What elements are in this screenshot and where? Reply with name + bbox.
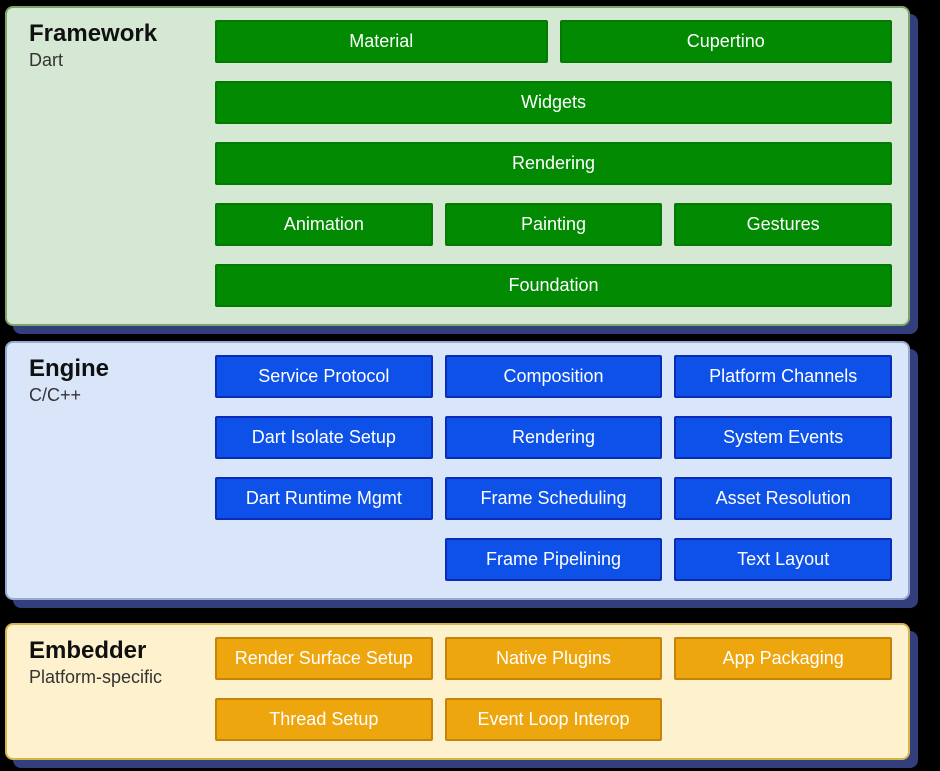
box-rendering: Rendering (215, 142, 892, 185)
box-foundation: Foundation (215, 264, 892, 307)
section-subtitle: Platform-specific (29, 666, 163, 687)
box-thread-setup: Thread Setup (215, 698, 433, 741)
box-animation: Animation (215, 203, 433, 246)
empty-cell (215, 538, 433, 581)
section-subtitle: C/C++ (29, 384, 82, 405)
engine-boxes: Service Protocol Composition Platform Chan… (215, 355, 893, 581)
box-rendering: Rendering (444, 416, 663, 459)
box-system-events: System Events (674, 416, 893, 459)
embedder-label: Embedder Platform-specific (29, 637, 215, 741)
box-material: Material (215, 20, 548, 63)
engine-row: Dart Runtime Mgmt Frame Scheduling Asset R… (215, 477, 893, 520)
section-engine: Engine C/C++ Service Protocol Composition… (5, 341, 910, 600)
section-embedder: Embedder Platform-specific Render Surfac… (5, 623, 910, 760)
section-title: Framework (29, 20, 158, 47)
box-event-loop-interop: Event Loop Interop (444, 698, 663, 741)
framework-row: Foundation (215, 264, 892, 307)
box-cupertino: Cupertino (559, 20, 892, 63)
box-widgets: Widgets (215, 81, 892, 124)
engine-row: Service Protocol Composition Platform Chan… (215, 355, 893, 398)
embedder-boxes: Render Surface Setup Native Plugins App Pa… (215, 637, 893, 741)
engine-label: Engine C/C++ (29, 355, 215, 581)
box-frame-scheduling: Frame Scheduling (444, 477, 663, 520)
framework-label: Framework Dart (29, 20, 215, 307)
box-app-packaging: App Packaging (674, 637, 893, 680)
framework-row: Rendering (215, 142, 892, 185)
box-service-protocol: Service Protocol (215, 355, 433, 398)
box-platform-channels: Platform Channels (674, 355, 893, 398)
section-title: Engine (29, 355, 110, 382)
section-subtitle: Dart (29, 49, 64, 70)
box-asset-resolution: Asset Resolution (674, 477, 893, 520)
embedder-row: Render Surface Setup Native Plugins App Pa… (215, 637, 893, 680)
embedder-row: Thread Setup Event Loop Interop (215, 698, 892, 741)
framework-row: Material Cupertino (215, 20, 892, 63)
box-frame-pipelining: Frame Pipelining (444, 538, 663, 581)
box-composition: Composition (444, 355, 663, 398)
box-native-plugins: Native Plugins (444, 637, 663, 680)
framework-row: Widgets (215, 81, 892, 124)
framework-row: Animation Painting Gestures (215, 203, 893, 246)
box-dart-isolate-setup: Dart Isolate Setup (215, 416, 433, 459)
box-text-layout: Text Layout (674, 538, 893, 581)
box-gestures: Gestures (674, 203, 893, 246)
empty-cell (674, 698, 892, 741)
box-dart-runtime-mgmt: Dart Runtime Mgmt (215, 477, 433, 520)
box-render-surface-setup: Render Surface Setup (215, 637, 433, 680)
engine-row: Dart Isolate Setup Rendering System Events (215, 416, 893, 459)
engine-row: Frame Pipelining Text Layout (215, 538, 893, 581)
box-painting: Painting (444, 203, 663, 246)
section-title: Embedder (29, 637, 147, 664)
